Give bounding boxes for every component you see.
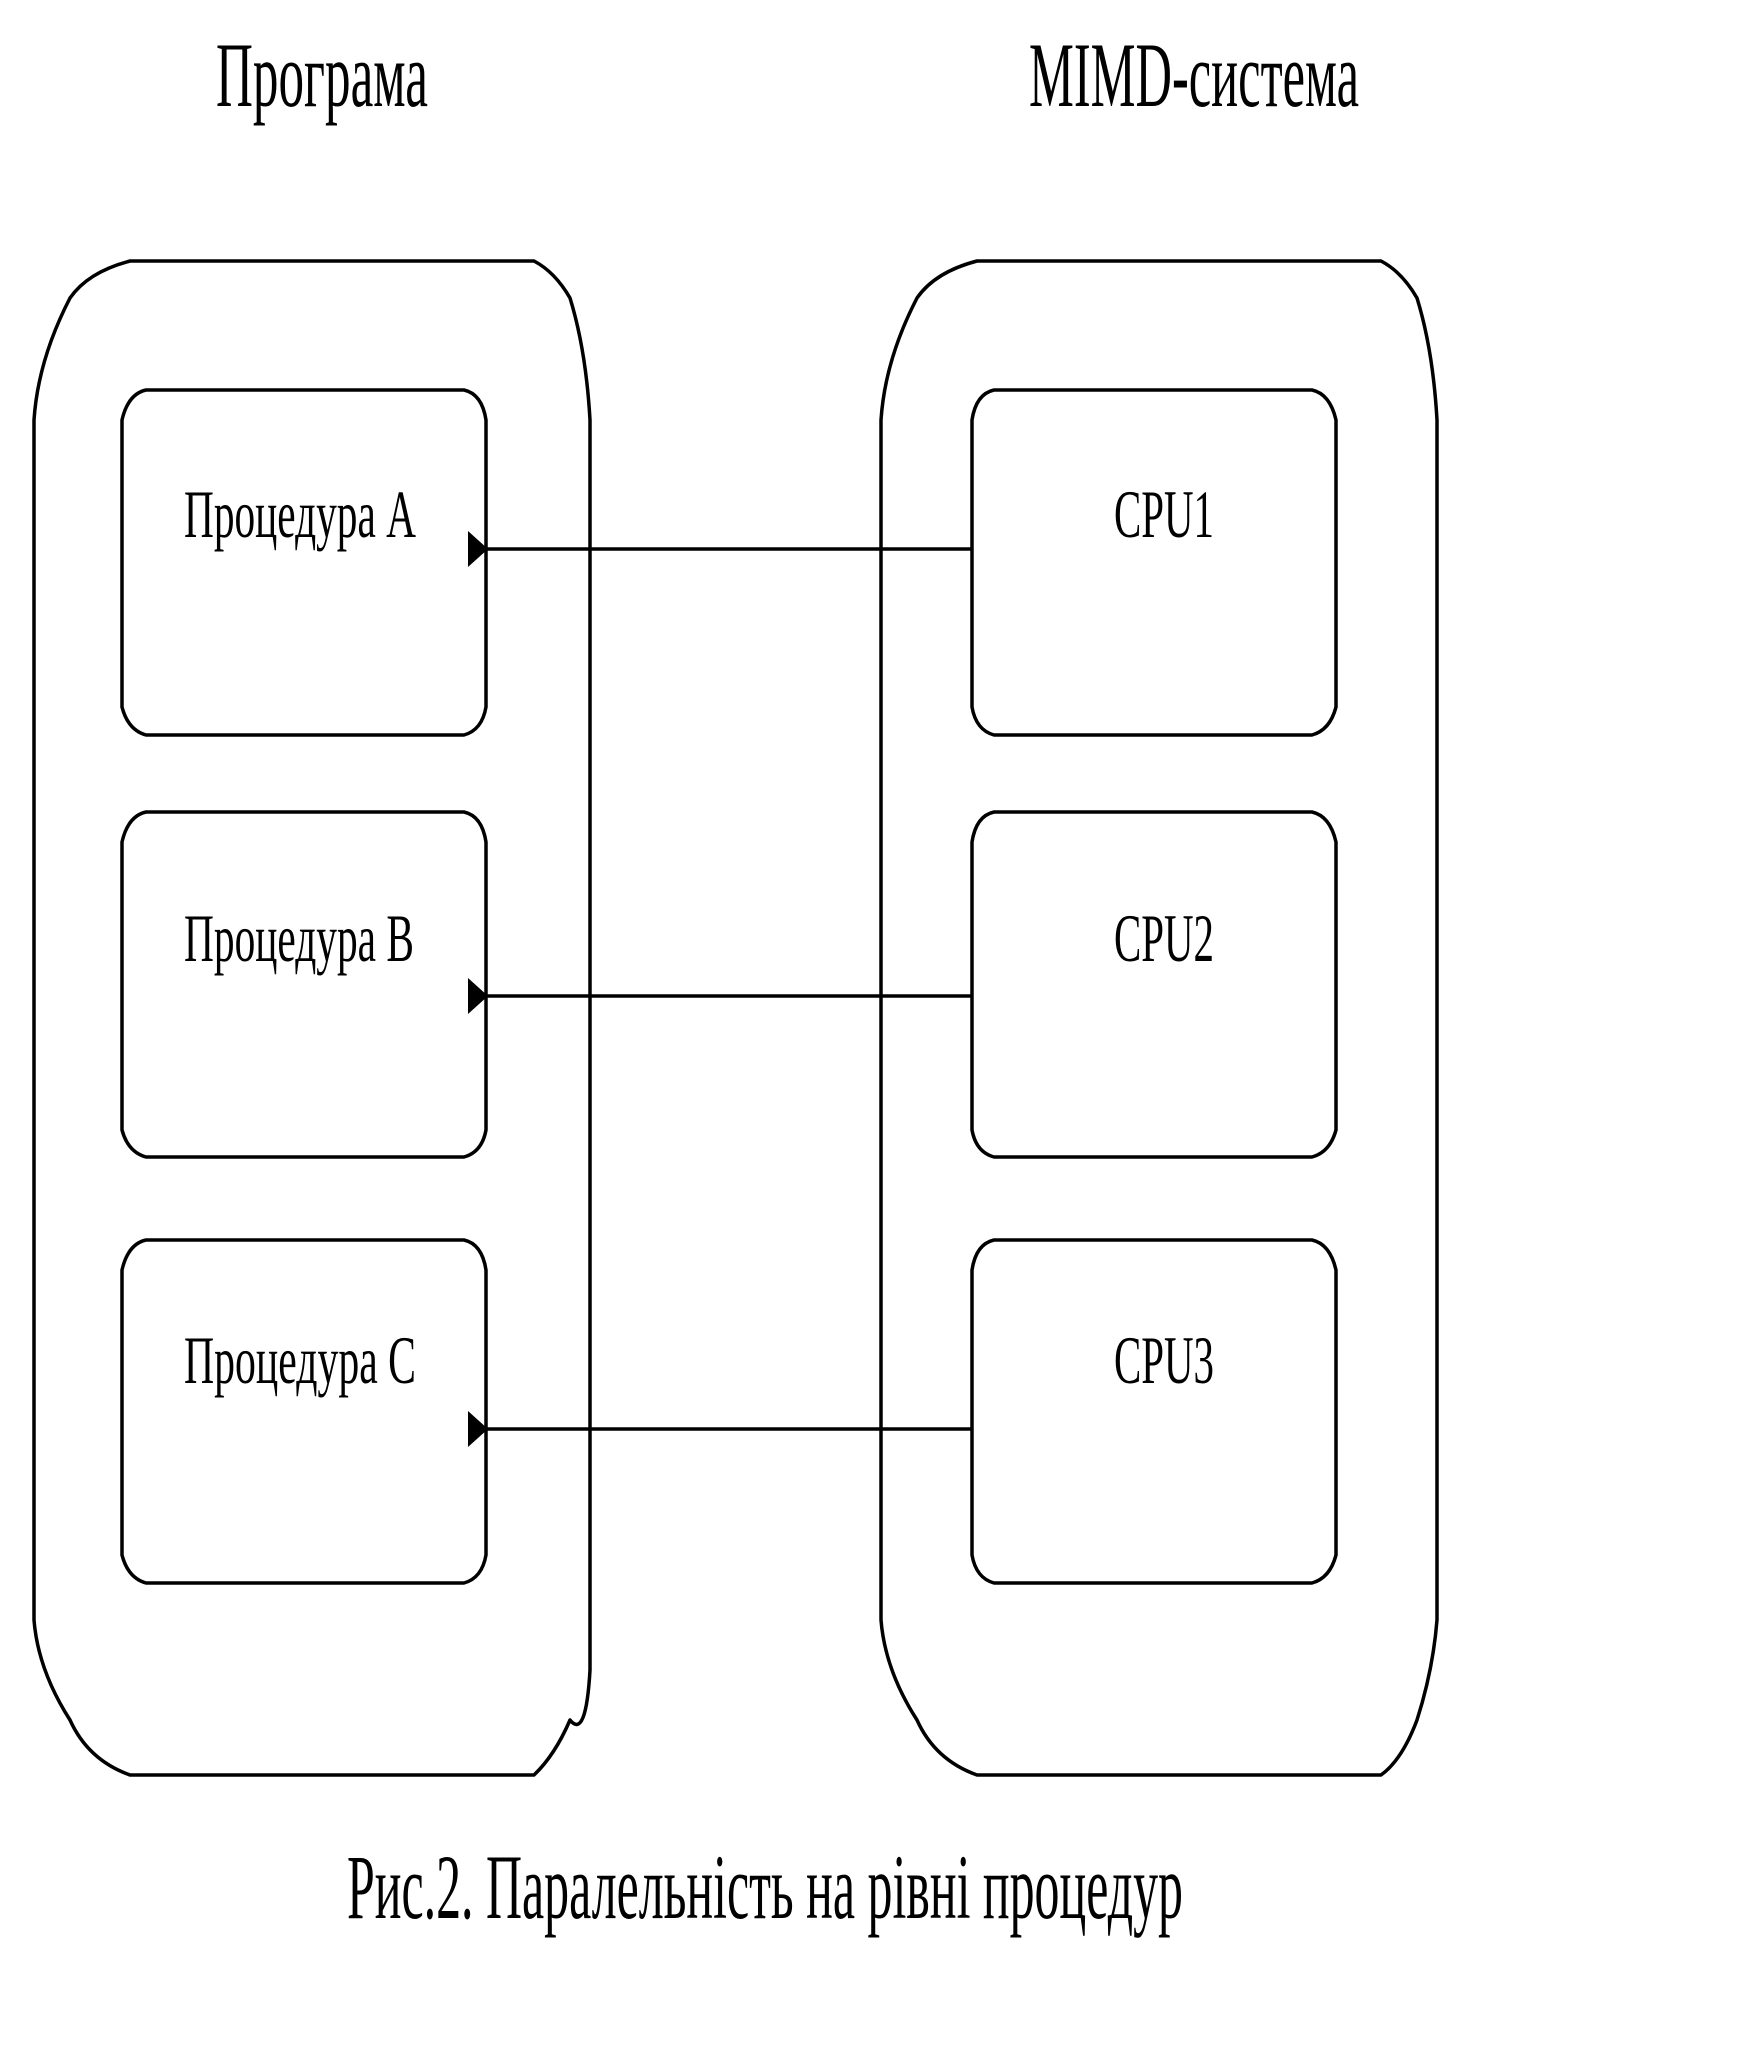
procedure-label: Процедура B — [184, 900, 414, 976]
program-container — [32, 259, 592, 1777]
procedure-label: Процедура A — [184, 476, 416, 552]
cpu-label: CPU3 — [1114, 1322, 1214, 1398]
procedure-box-c: Процедура C — [120, 1238, 488, 1585]
program-title: Програма — [216, 24, 428, 126]
procedure-box-b: Процедура B — [120, 810, 488, 1159]
procedure-label: Процедура C — [184, 1322, 416, 1398]
cpu-box-1: CPU1 — [970, 388, 1338, 737]
figure-caption: Рис.2. Паралельність на рівні процедур — [347, 1836, 1183, 1938]
mimd-system-container — [879, 259, 1439, 1777]
cpu-label: CPU1 — [1114, 476, 1214, 552]
procedure-box-a: Процедура A — [120, 388, 488, 737]
cpu-box-2: CPU2 — [970, 810, 1338, 1159]
cpu-label: CPU2 — [1114, 900, 1214, 976]
mimd-system-title: MIMD-система — [1029, 24, 1359, 126]
cpu-box-3: CPU3 — [970, 1238, 1338, 1585]
